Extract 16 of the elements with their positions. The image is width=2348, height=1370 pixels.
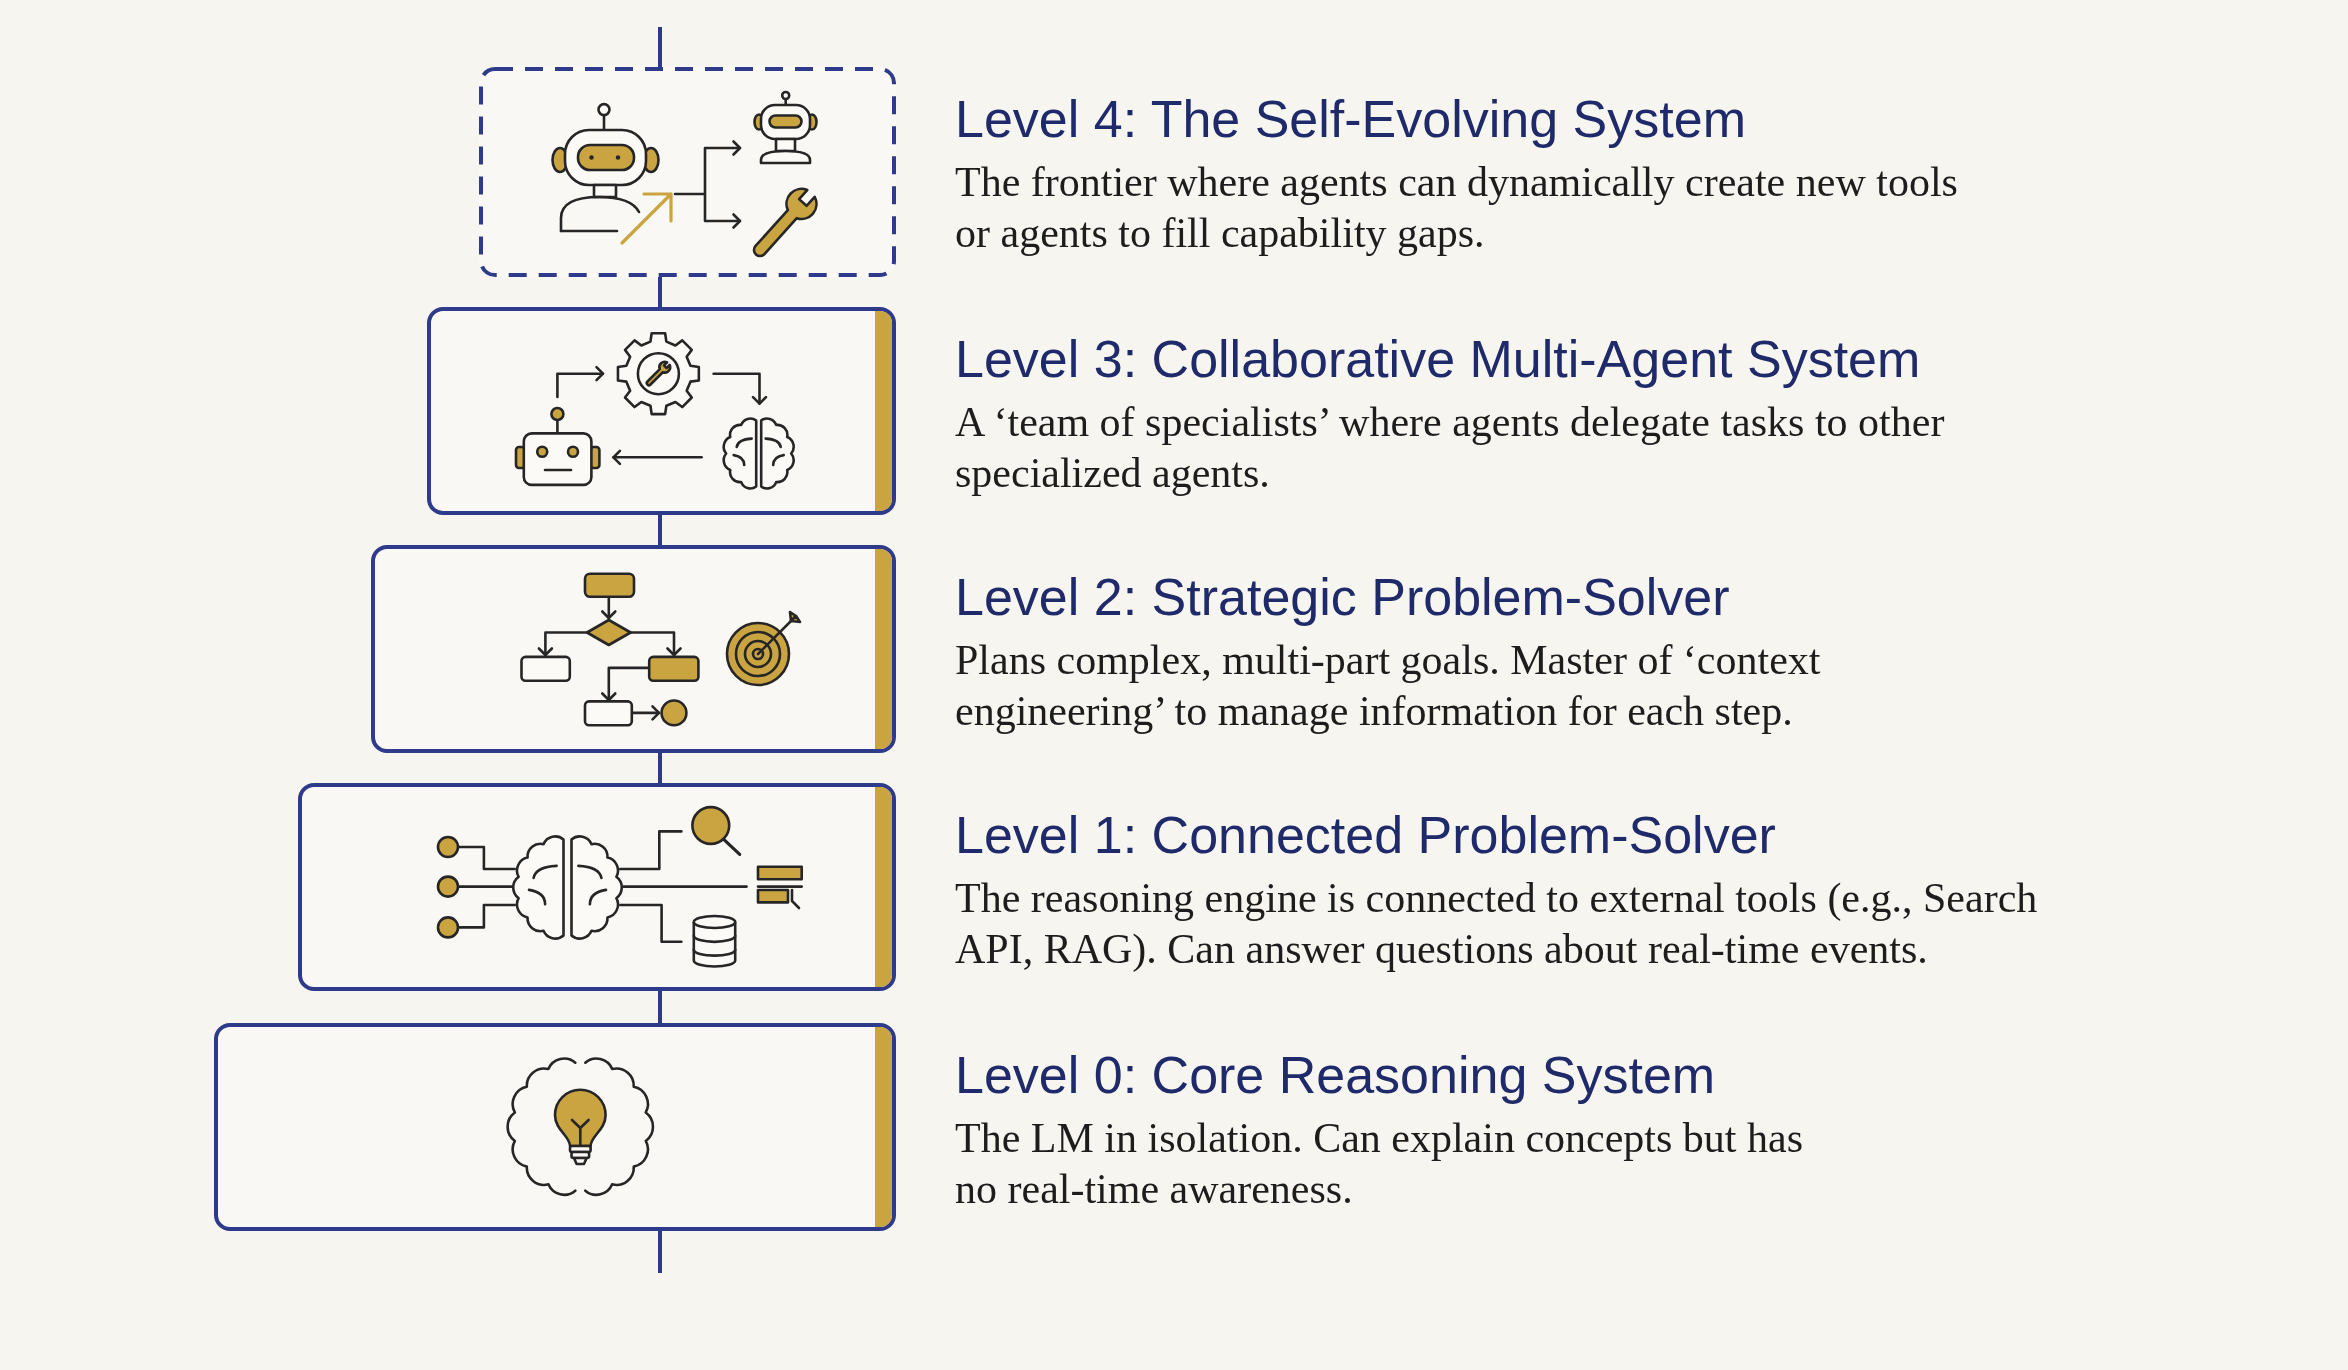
connector-line: [658, 753, 662, 783]
level-description: A ‘team of specialists’ where agents delegate tasks to other specialized agents.: [955, 398, 1946, 498]
level-heading: Level 0: Core Reasoning System: [955, 1045, 1716, 1105]
level-heading: Level 1: Connected Problem-Solver: [955, 805, 1776, 865]
connector-line: [658, 1231, 662, 1273]
level-heading: Level 2: Strategic Problem-Solver: [955, 567, 1730, 627]
level-heading: Level 3: Collaborative Multi-Agent System: [955, 329, 1921, 389]
connector-line: [658, 991, 662, 1023]
level-description: The LM in isolation. Can explain concepts but has no real-time awareness.: [955, 1114, 1804, 1214]
connector-line: [658, 515, 662, 545]
connector-line: [658, 277, 662, 307]
level-heading: Level 4: The Self-Evolving System: [955, 89, 1746, 149]
connector-line: [658, 27, 662, 67]
level-description: The reasoning engine is connected to external tools (e.g., Search API, RAG). Can answer questions about real-time events.: [955, 874, 2039, 974]
level-description: Plans complex, multi-part goals. Master of ‘context engineering’ to manage information for each step.: [955, 636, 1822, 736]
level-description: The frontier where agents can dynamically create new tools or agents to fill capability gaps.: [955, 158, 1959, 258]
